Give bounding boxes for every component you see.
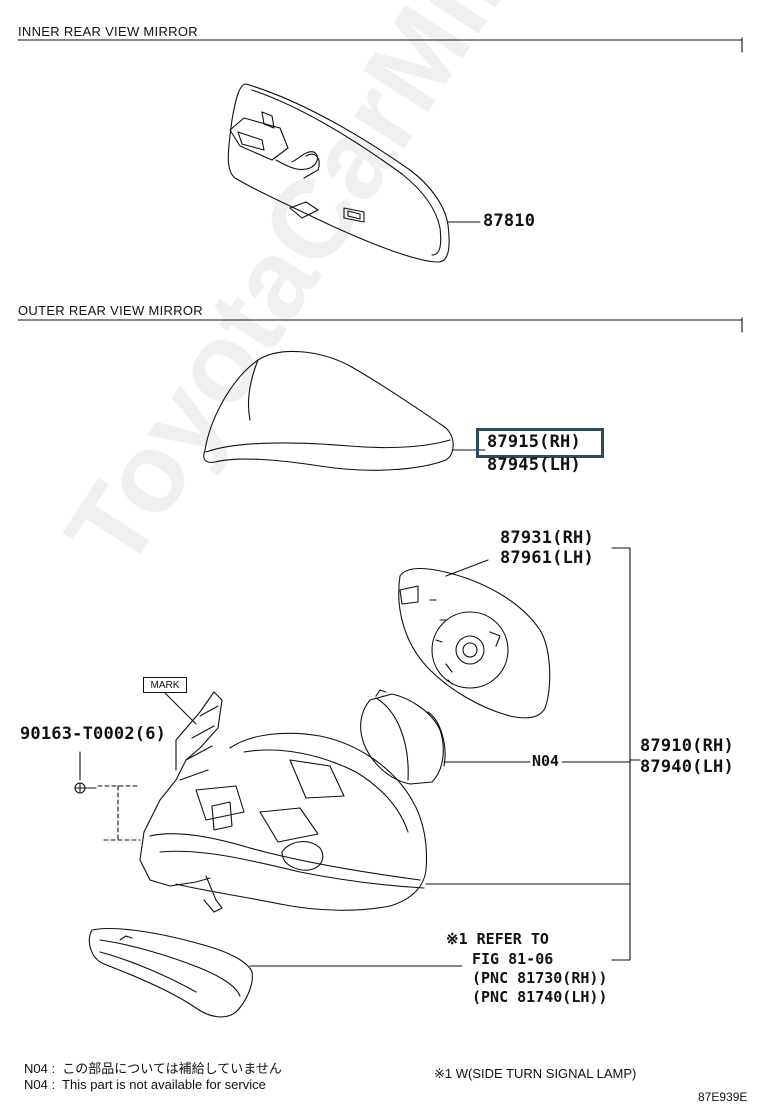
mark-label: MARK: [143, 677, 187, 693]
part-number-cover-lh[interactable]: 87945(LH): [487, 455, 581, 475]
highlight-box: [476, 428, 604, 458]
footnote-n04-en: N04 : This part is not available for ser…: [24, 1077, 266, 1092]
mirror-glass-drawing: [398, 559, 551, 719]
mirror-motor-drawing: [360, 689, 631, 785]
footnote-n04-jp: N04 : この部品については補給していません: [24, 1061, 282, 1076]
inner-mirror-drawing: [227, 83, 481, 263]
mirror-assembly-drawing: [139, 691, 631, 913]
part-number-glass-rh[interactable]: 87931(RH): [500, 528, 594, 548]
part-number-assy-lh[interactable]: 87940(LH): [640, 757, 734, 777]
refer-line-2[interactable]: FIG 81-06: [472, 950, 554, 968]
screw-drawing: [74, 751, 141, 841]
refer-line-4[interactable]: (PNC 81740(LH)): [472, 988, 608, 1006]
figure-code: 87E939E: [698, 1090, 748, 1104]
footnote-w-note: ※1 W(SIDE TURN SIGNAL LAMP): [434, 1066, 637, 1081]
part-number-screw[interactable]: 90163-T0002(6): [20, 724, 167, 744]
part-number-glass-lh[interactable]: 87961(LH): [500, 548, 594, 568]
turn-signal-lamp-drawing: [88, 928, 463, 1018]
part-number-cover-rh[interactable]: 87915(RH): [487, 432, 581, 452]
section-title-inner: INNER REAR VIEW MIRROR: [18, 24, 198, 39]
n04-label: N04: [532, 752, 560, 770]
mirror-cover-drawing: [203, 350, 486, 471]
part-number-inner-mirror[interactable]: 87810: [483, 211, 536, 231]
section-title-outer: OUTER REAR VIEW MIRROR: [18, 303, 203, 318]
refer-line-1: ※1 REFER TO: [446, 930, 549, 948]
refer-line-3[interactable]: (PNC 81730(RH)): [472, 969, 608, 987]
part-number-assy-rh[interactable]: 87910(RH): [640, 736, 734, 756]
